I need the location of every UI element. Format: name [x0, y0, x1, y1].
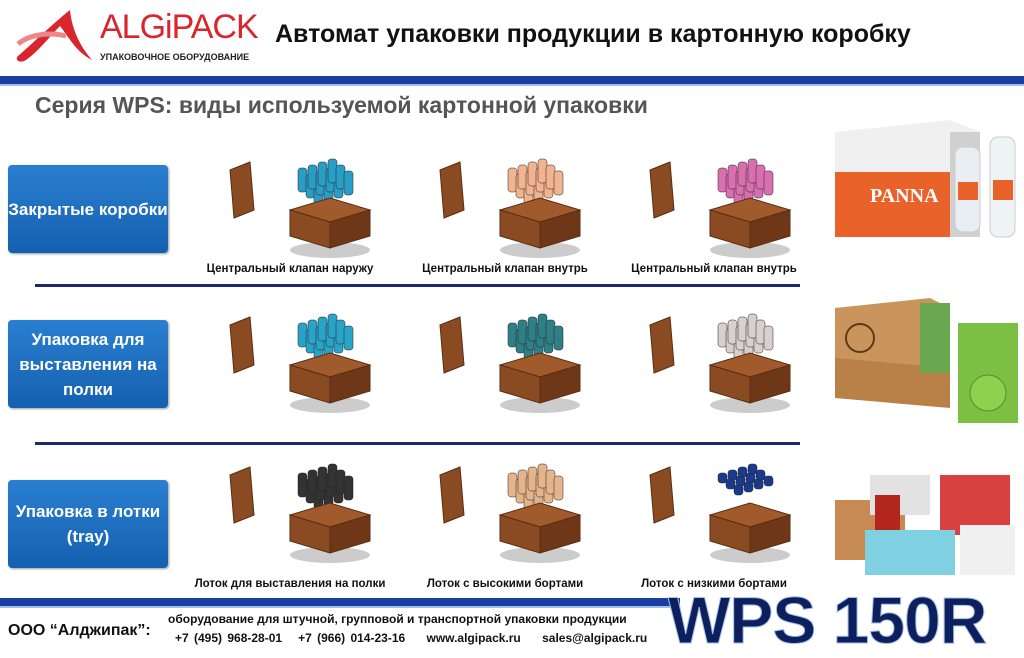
svg-text:PANNA: PANNA [870, 185, 939, 207]
caption: Лоток с высокими бортами [426, 578, 584, 590]
phone-1: +7 (495) 968-28-01 [175, 631, 283, 645]
row-divider [35, 284, 800, 287]
logo-subtitle: УПАКОВОЧНОЕ ОБОРУДОВАНИЕ [100, 52, 250, 62]
carton-illustration [649, 463, 792, 563]
caption: Центральный клапан внутрь [631, 263, 797, 275]
email-link[interactable]: sales@algipack.ru [542, 631, 648, 645]
section-subtitle: Серия WPS: виды используемой картонной у… [35, 92, 648, 118]
carton-illustration [649, 313, 792, 413]
algipack-logo-icon [16, 10, 92, 62]
logo-text: ALGiPACK [100, 8, 259, 46]
caption: Лоток для выставления на полки [194, 578, 386, 590]
carton-illustration [229, 158, 372, 258]
trays-photo [835, 475, 1015, 575]
category-shelf-ready: Упаковка для выставления на полки [8, 320, 168, 408]
carton-illustration [439, 158, 582, 258]
carton-illustration [439, 313, 582, 413]
carton-illustration [229, 313, 372, 413]
caption: Центральный клапан внутрь [422, 263, 588, 275]
juice-tray-photo [835, 298, 1018, 423]
website-link[interactable]: www.algipack.ru [426, 631, 521, 645]
row-divider [35, 442, 800, 445]
carton-illustration [439, 463, 582, 563]
company-name: ООО “Алджипак”: [8, 622, 151, 639]
caption: Центральный клапан наружу [206, 263, 374, 275]
carton-illustration [649, 158, 792, 258]
caption: Лоток с низкими бортами [641, 578, 787, 590]
company-description: оборудование для штучной, групповой и тр… [168, 612, 627, 626]
page-title: Автомат упаковки продукции в картонную к… [275, 20, 911, 48]
category-closed-boxes: Закрытые коробки [8, 165, 168, 253]
model-name: WPS 150R [667, 583, 987, 658]
contact-line: +7 (495) 968-28-01 +7 (966) 014-23-16 ww… [175, 631, 647, 645]
footer-divider-bar [0, 598, 680, 608]
header-divider-bar [0, 76, 1024, 86]
acqua-panna-box-photo: PANNA [835, 120, 1016, 238]
phone-2: +7 (966) 014-23-16 [298, 631, 406, 645]
carton-illustration [229, 463, 372, 563]
category-tray: Упаковка в лотки (tray) [8, 480, 168, 568]
